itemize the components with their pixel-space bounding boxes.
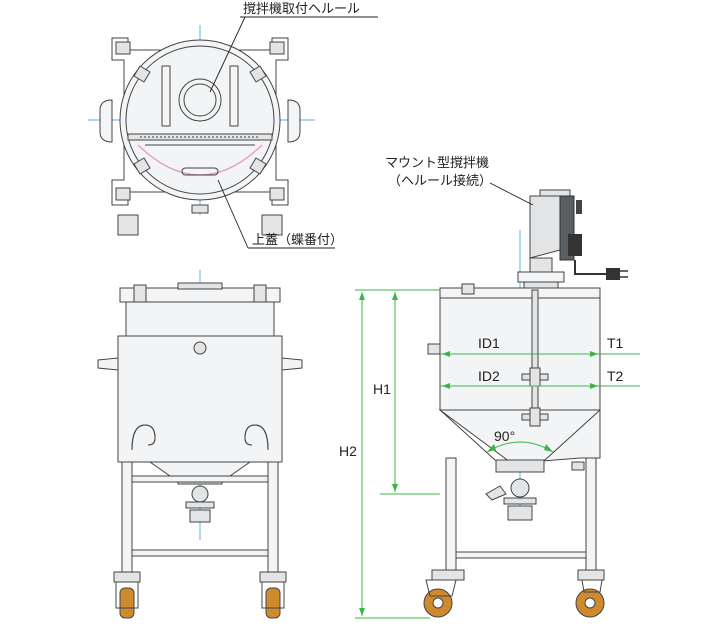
t1-label: T1 (607, 335, 624, 351)
side-handle-right (287, 99, 301, 143)
corner-pad (115, 41, 131, 55)
side-handle-left (99, 99, 113, 143)
top-view (88, 16, 378, 249)
corner-pad (115, 187, 131, 201)
front-handle-right (281, 357, 303, 371)
front-view (97, 270, 303, 619)
mount-agitator-label-2: （ヘルール接続） (388, 173, 492, 189)
lid-hinged-label: 上蓋（蝶番付） (252, 233, 343, 248)
agitator-ferrule-port (178, 78, 222, 122)
side-view (355, 182, 640, 619)
corner-pad (269, 187, 285, 201)
caster-top-left (117, 214, 139, 236)
id2-label: ID2 (478, 368, 500, 384)
front-handle-left (97, 357, 119, 371)
front-vessel-body (117, 335, 283, 463)
h1-label: H1 (373, 381, 391, 397)
mount-agitator-label-1: マウント型撹拌機 (385, 156, 489, 171)
lid-handle (181, 167, 219, 176)
caster-top-right (261, 214, 283, 236)
angle-label: 90° (494, 428, 515, 444)
power-plug (606, 268, 620, 280)
agitator-motor (529, 195, 561, 259)
agitator-shaft (531, 289, 539, 426)
agitator-ferrule-label: 撹拌機取付ヘルール (243, 2, 360, 17)
caster-wheel-right (265, 587, 281, 619)
h2-label: H2 (339, 443, 357, 459)
id1-label: ID1 (478, 335, 500, 351)
caster-wheel-left (119, 587, 135, 619)
t2-label: T2 (607, 368, 624, 384)
corner-pad (269, 41, 285, 55)
